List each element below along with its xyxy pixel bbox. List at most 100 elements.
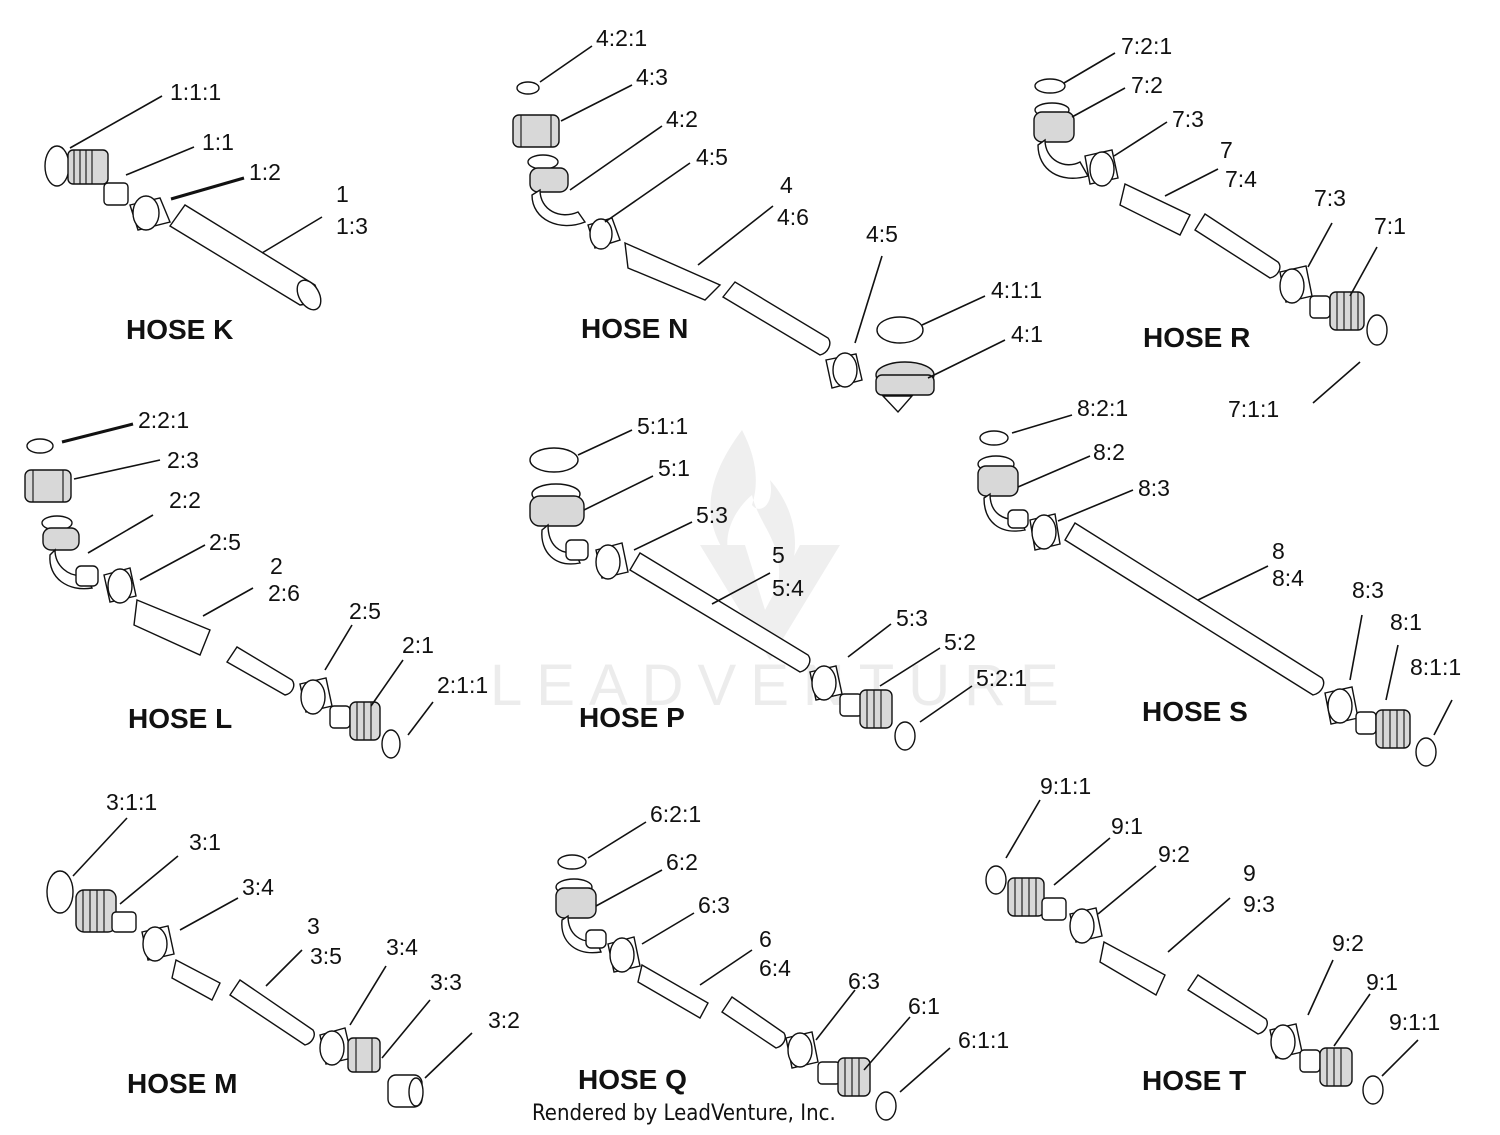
callout-6-3-lower: 6:3: [848, 968, 880, 994]
callout-7-2-1: 7:2:1: [1121, 33, 1172, 59]
hose-p-group: 5:1:1 5:1 5:3 5 5:4 5:3 5:2 5:2:1 HOSE P: [529, 413, 1027, 751]
callout-7-1-1: 7:1:1: [1228, 396, 1279, 422]
callout-9-1-lower: 9:1: [1366, 969, 1398, 995]
callout-3-4: 3:4: [242, 874, 274, 900]
callout-8-2-1: 8:2:1: [1077, 395, 1128, 421]
callout-9-1-1-lower: 9:1:1: [1389, 1009, 1440, 1035]
callout-4-6: 4:6: [777, 204, 809, 230]
callout-3-4-lower: 3:4: [386, 934, 418, 960]
callout-4-2: 4:2: [666, 106, 698, 132]
callout-6-4: 6:4: [759, 955, 791, 981]
callout-1-3: 1:3: [336, 213, 368, 239]
callout-9: 9: [1243, 860, 1256, 886]
callout-7-3-lower: 7:3: [1314, 185, 1346, 211]
callout-2-3: 2:3: [167, 447, 199, 473]
hose-m-group: 3:1:1 3:1 3:4 3 3:5 3:4 3:3 3:2 HOSE M: [46, 789, 520, 1108]
callout-8-2: 8:2: [1093, 439, 1125, 465]
watermark-flame-icon: [710, 430, 795, 600]
hose-q-group: 6:2:1 6:2 6:3 6 6:4 6:3 6:1 6:1:1 HOSE Q: [555, 801, 1009, 1121]
callout-4: 4: [780, 172, 793, 198]
hose-r-parts: [1033, 78, 1388, 346]
callout-3: 3: [307, 913, 320, 939]
hose-s-group: 8:2:1 8:2 8:3 8 8:4 8:3 8:1 8:1:1 HOSE S: [977, 395, 1461, 767]
callout-5-3-lower: 5:3: [896, 605, 928, 631]
callout-2-1-1: 2:1:1: [437, 672, 488, 698]
callout-9-1-1: 9:1:1: [1040, 773, 1091, 799]
title-hose-l: HOSE L: [128, 703, 232, 734]
hose-t-group: 9:1:1 9:1 9:2 9 9:3 9:2 9:1 9:1:1 HOSE T: [985, 773, 1440, 1105]
hose-t-parts: [985, 865, 1384, 1105]
title-hose-q: HOSE Q: [578, 1064, 687, 1095]
hose-q-parts: [555, 854, 897, 1121]
callout-6-3: 6:3: [698, 892, 730, 918]
title-hose-n: HOSE N: [581, 313, 688, 344]
callout-6-2: 6:2: [666, 849, 698, 875]
callout-7-1: 7:1: [1374, 213, 1406, 239]
callout-1: 1: [336, 181, 349, 207]
callout-7-3: 7:3: [1172, 106, 1204, 132]
callout-5-1: 5:1: [658, 455, 690, 481]
callout-7-4: 7:4: [1225, 166, 1257, 192]
hose-s-parts: [977, 430, 1437, 767]
callout-4-5-lower: 4:5: [866, 221, 898, 247]
hose-n-group: 4:2:1 4:3 4:2 4:5 4 4:6 4:5 4:1:1 4:1 HO…: [512, 25, 1043, 414]
hose-k-parts: [44, 145, 322, 311]
callout-9-2: 9:2: [1158, 841, 1190, 867]
callout-3-3: 3:3: [430, 969, 462, 995]
callout-8-1: 8:1: [1390, 609, 1422, 635]
title-hose-m: HOSE M: [127, 1068, 237, 1099]
watermark-v-mark-icon: [700, 545, 840, 660]
callout-8-1-1: 8:1:1: [1410, 654, 1461, 680]
callout-5-3: 5:3: [696, 502, 728, 528]
hose-r-group: 7:2:1 7:2 7:3 7 7:4 7:3 7:1 7:1:1 HOSE R: [1033, 33, 1406, 422]
callout-6-1-1: 6:1:1: [958, 1027, 1009, 1053]
callout-8-4: 8:4: [1272, 565, 1304, 591]
callout-2: 2: [270, 553, 283, 579]
callout-1-1-1: 1:1:1: [170, 79, 221, 105]
callout-3-5: 3:5: [310, 943, 342, 969]
title-hose-r: HOSE R: [1143, 322, 1250, 353]
hose-l-group: 2:2:1 2:3 2:2 2:5 2 2:6 2:5 2:1 2:1:1 HO…: [24, 407, 488, 759]
hose-k-group: 1:1:1 1:1 1:2 1 1:3 HOSE K: [44, 79, 368, 345]
callout-6-2-1: 6:2:1: [650, 801, 701, 827]
callout-6-1: 6:1: [908, 993, 940, 1019]
callout-4-3: 4:3: [636, 64, 668, 90]
title-hose-t: HOSE T: [1142, 1065, 1246, 1096]
callout-5: 5: [772, 542, 785, 568]
callout-3-2: 3:2: [488, 1007, 520, 1033]
callout-8-3-lower: 8:3: [1352, 577, 1384, 603]
callout-7: 7: [1220, 137, 1233, 163]
hose-p-parts: [529, 447, 916, 751]
callout-6: 6: [759, 926, 772, 952]
callout-8: 8: [1272, 538, 1285, 564]
footer-credit: Rendered by LeadVenture, Inc.: [532, 1101, 836, 1126]
callout-2-2: 2:2: [169, 487, 201, 513]
callout-2-1: 2:1: [402, 632, 434, 658]
hose-m-parts: [46, 870, 424, 1108]
callout-4-1-1: 4:1:1: [991, 277, 1042, 303]
hose-l-parts: [24, 438, 401, 759]
callout-5-2: 5:2: [944, 629, 976, 655]
callout-4-2-1: 4:2:1: [596, 25, 647, 51]
watermark-text: LEADVENTURE: [490, 653, 1073, 718]
callout-9-3: 9:3: [1243, 891, 1275, 917]
callout-8-3: 8:3: [1138, 475, 1170, 501]
callout-5-1-1: 5:1:1: [637, 413, 688, 439]
callout-1-1: 1:1: [202, 129, 234, 155]
callout-9-2-lower: 9:2: [1332, 930, 1364, 956]
callout-4-1: 4:1: [1011, 321, 1043, 347]
watermark: LEADVENTURE: [490, 430, 1073, 718]
hose-n-parts: [512, 81, 935, 414]
callout-4-5: 4:5: [696, 144, 728, 170]
callout-9-1: 9:1: [1111, 813, 1143, 839]
callout-3-1-1: 3:1:1: [106, 789, 157, 815]
title-hose-s: HOSE S: [1142, 696, 1248, 727]
callout-2-5-lower: 2:5: [349, 598, 381, 624]
callout-7-2: 7:2: [1131, 72, 1163, 98]
callout-2-5: 2:5: [209, 529, 241, 555]
callout-2-6: 2:6: [268, 580, 300, 606]
callout-5-4: 5:4: [772, 575, 804, 601]
callout-2-2-1: 2:2:1: [138, 407, 189, 433]
title-hose-k: HOSE K: [126, 314, 233, 345]
